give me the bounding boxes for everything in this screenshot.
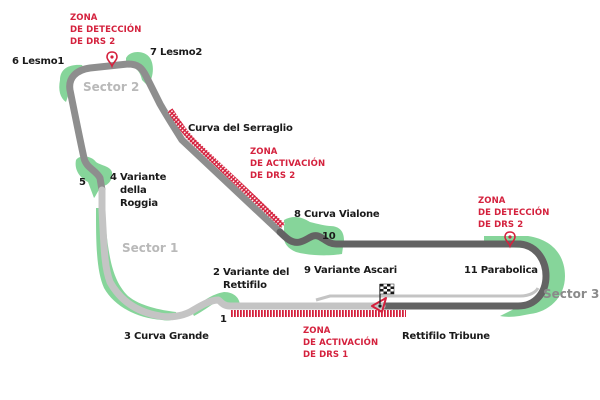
- sector-3-label: Sector 3: [543, 287, 600, 301]
- drs-activation-2-label: ZONA DE ACTIVACIÓN DE DRS 2: [250, 146, 325, 182]
- corner-5-label: 5: [79, 177, 86, 188]
- corner-text: Roggia: [120, 198, 158, 209]
- direction-triangle-icon: [371, 297, 387, 313]
- corner-7-label: 7 Lesmo2: [150, 46, 202, 59]
- runoff-rettifilo: [192, 292, 240, 316]
- corner-6-label: 6 Lesmo1: [12, 55, 64, 68]
- corner-11-label: 11 Parabolica: [464, 264, 538, 277]
- drs-line: DE DETECCIÓN: [478, 208, 550, 218]
- corner-4-label: 4 Variante della Roggia: [110, 171, 166, 210]
- corner-2-label: 2 Variante del Rettifilo: [213, 266, 289, 292]
- corner-9-label: 9 Variante Ascari: [304, 264, 397, 277]
- sector-1-label: Sector 1: [122, 241, 179, 255]
- runoff-lesmo1: [59, 64, 86, 102]
- checkered-flag-icon: [379, 283, 395, 304]
- corner-text: 2 Variante del: [213, 267, 290, 278]
- drs-line: ZONA: [250, 147, 278, 157]
- drs-line: DE DETECCIÓN: [70, 25, 142, 35]
- drs-detection-label-right: ZONA DE DETECCIÓN DE DRS 2: [478, 195, 549, 231]
- map-pin-icon: [106, 51, 118, 69]
- corner-text: 11 Parabolica: [464, 265, 538, 276]
- corner-text: Rettifilo: [223, 280, 267, 291]
- corner-10-label: 10: [322, 231, 336, 242]
- drs-line: DE ACTIVACIÓN: [303, 338, 379, 348]
- corner-text: della: [120, 185, 147, 196]
- tribune-label: Rettifilo Tribune: [402, 331, 490, 342]
- track-sector-3: [276, 228, 550, 310]
- corner-text: 7 Lesmo2: [150, 47, 203, 58]
- pit-lane: [315, 287, 540, 302]
- drs-activation-1-label: ZONA DE ACTIVACIÓN DE DRS 1: [303, 325, 378, 361]
- drs-line: ZONA: [478, 196, 506, 206]
- sector-2-label: Sector 2: [83, 80, 140, 94]
- drs-line: ZONA: [303, 326, 331, 336]
- drs-line: DE ACTIVACIÓN: [250, 159, 326, 169]
- corner-text: 9 Variante Ascari: [304, 265, 397, 276]
- corner-text: 4 Variante: [110, 172, 167, 183]
- runoff-parabolica: [484, 236, 565, 317]
- drs-line: DE DRS 1: [303, 350, 349, 360]
- drs-line: DE DRS 2: [478, 220, 524, 230]
- track-sector-2: [66, 60, 284, 236]
- corner-text: 3 Curva Grande: [124, 331, 209, 342]
- corner-1-label: 1: [220, 314, 227, 325]
- corner-3-label: 3 Curva Grande: [124, 330, 209, 343]
- drs-line: DE DRS 2: [250, 171, 296, 181]
- drs-line: DE DRS 2: [70, 37, 116, 47]
- map-pin-icon: [504, 231, 516, 249]
- corner-text: 6 Lesmo1: [12, 56, 65, 67]
- drs-activation-zone-2: [167, 108, 286, 229]
- corner-8-label: 8 Curva Vialone: [294, 208, 380, 221]
- drs-activation-zone-1: [230, 310, 406, 317]
- track-sector-1: [98, 186, 386, 321]
- drs-line: ZONA: [70, 13, 98, 23]
- corner-text: 8 Curva Vialone: [294, 209, 380, 220]
- drs-detection-label-top: ZONA DE DETECCIÓN DE DRS 2: [70, 12, 141, 48]
- serraglio-label: Curva del Serraglio: [188, 123, 293, 134]
